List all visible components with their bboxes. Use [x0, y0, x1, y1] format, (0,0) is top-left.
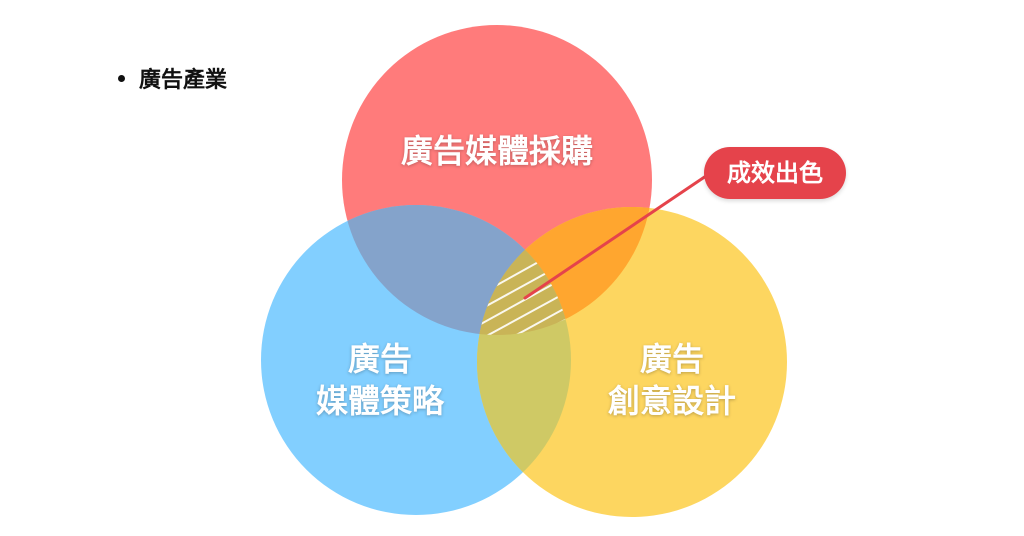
- label-media-strategy: 廣告 媒體策略: [300, 338, 460, 422]
- overlap-red-yellow: [477, 207, 652, 335]
- label-line: 創意設計: [607, 382, 736, 420]
- bullet-text: 廣告產業: [139, 68, 228, 93]
- label-media-buying: 廣告媒體採購: [400, 132, 593, 170]
- label-line: 廣告: [639, 340, 704, 378]
- bullet-dot: [118, 74, 125, 82]
- callout-badge: 成效出色: [704, 147, 846, 199]
- label-line: 媒體策略: [315, 382, 444, 420]
- callout-pointer-line: [523, 174, 708, 300]
- label-line: 廣告: [347, 340, 412, 378]
- overlap-red-blue: [342, 205, 571, 335]
- bullet-item: 廣告產業: [118, 62, 227, 94]
- label-creative-design: 廣告 創意設計: [592, 338, 752, 422]
